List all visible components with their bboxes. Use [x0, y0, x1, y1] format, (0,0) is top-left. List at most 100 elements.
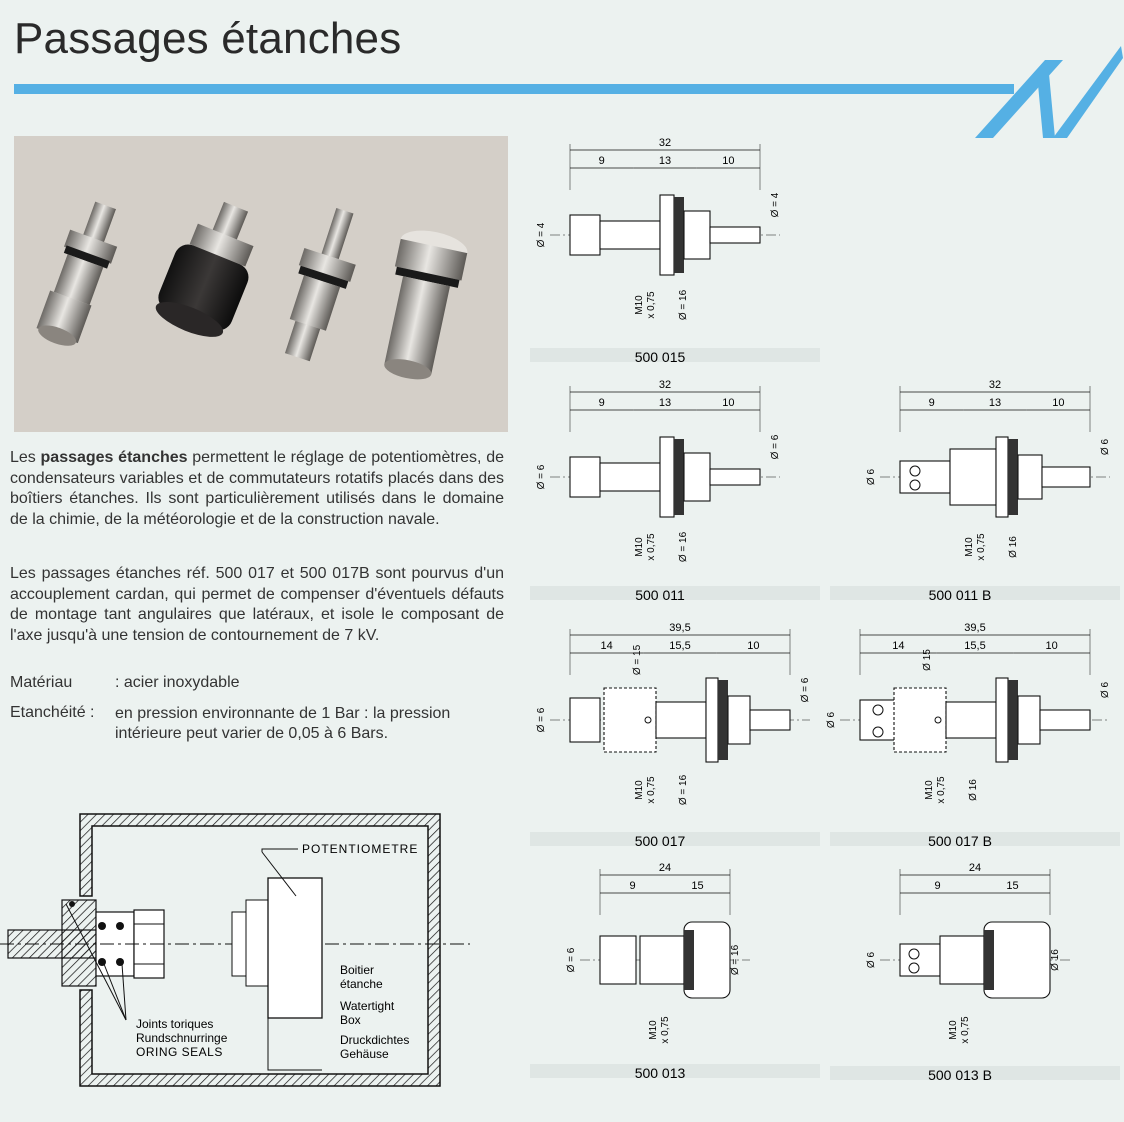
dim-thread: M10	[634, 537, 645, 557]
dim-seg: 9	[934, 880, 940, 892]
dim-diameter-body: Ø = 16	[678, 289, 689, 320]
dim-thread-pitch: x 0,75	[646, 291, 657, 319]
seal-ring	[1008, 680, 1018, 760]
body	[939, 935, 985, 985]
dim-diameter-body: Ø = 16	[730, 944, 741, 975]
dim-diameter-right: Ø = 6	[770, 434, 781, 459]
page-title: Passages étanches	[14, 14, 402, 63]
screw	[908, 962, 920, 974]
collar	[727, 695, 751, 745]
dim-thread: M10	[964, 537, 975, 557]
material-label: Matériau	[10, 674, 73, 691]
label-joints-1: Joints toriques	[136, 1017, 213, 1031]
dim-diameter-left: Ø = 6	[536, 707, 547, 732]
hex-nut	[569, 214, 601, 256]
drawing-caption: 500 013	[635, 1065, 686, 1081]
flange	[659, 436, 675, 518]
dim-seg: 13	[659, 155, 671, 167]
dim-total: 24	[659, 862, 671, 874]
dim-seg: 15,5	[964, 640, 985, 652]
dim-diameter-body: Ø 16	[1008, 536, 1019, 558]
dim-seg: 15	[691, 880, 703, 892]
body	[655, 701, 707, 739]
dim-seg: 10	[722, 397, 734, 409]
dim-thread: M10	[634, 780, 645, 800]
label-joints-2: Rundschnurringe	[136, 1031, 228, 1045]
material-value: : acier inoxydable	[115, 674, 240, 691]
seal-ring	[1008, 439, 1018, 515]
hex-nut	[569, 697, 601, 743]
dim-diameter-right: Ø = 4	[770, 192, 781, 217]
shaft	[709, 226, 761, 244]
dim-seg: 10	[1046, 640, 1058, 652]
dim-total: 32	[989, 379, 1001, 391]
dim-total: 24	[969, 862, 981, 874]
dim-diameter-body: Ø 16	[968, 779, 979, 801]
shaft-end	[899, 943, 941, 977]
dim-total: 32	[659, 137, 671, 149]
dim-thread: M10	[648, 1020, 659, 1040]
hex-nut	[599, 935, 637, 985]
dim-diameter-left: Ø = 4	[536, 222, 547, 247]
dim-thread-pitch: x 0,75	[960, 1016, 971, 1044]
brand-logo	[975, 46, 1123, 138]
collar	[683, 210, 711, 260]
body	[945, 701, 997, 739]
dim-seg: 15	[1006, 880, 1018, 892]
pivot	[934, 716, 942, 724]
dim-seg: 9	[599, 397, 605, 409]
dim-diameter-cup: Ø = 15	[632, 644, 643, 675]
body	[639, 935, 685, 985]
dim-seg: 14	[601, 640, 613, 652]
seal-ring	[718, 680, 728, 760]
drawing-caption: 500 017 B	[928, 833, 992, 849]
collar	[1017, 454, 1043, 500]
dim-thread-pitch: x 0,75	[646, 533, 657, 561]
flange	[995, 677, 1009, 763]
dim-total: 32	[659, 379, 671, 391]
collar	[683, 452, 711, 502]
seal-ring	[674, 439, 684, 515]
intro-bold: passages étanches	[40, 449, 188, 466]
label-druck-2: Gehäuse	[340, 1047, 389, 1061]
dim-seg: 15,5	[669, 640, 690, 652]
flange	[995, 436, 1009, 518]
screw	[872, 704, 884, 716]
seal-ring	[984, 930, 994, 990]
hex-nut	[569, 456, 601, 498]
dim-seg: 13	[659, 397, 671, 409]
label-potentiometre: POTENTIOMETRE	[302, 842, 418, 856]
dim-seg: 10	[747, 640, 759, 652]
installation-diagram: POTENTIOMETRE Boitier étanche Watertight…	[0, 813, 470, 1087]
seal-value: en pression environnante de 1 Bar : la p…	[115, 705, 451, 742]
dim-seg: 10	[722, 155, 734, 167]
label-boitier-1: Boitier	[340, 963, 374, 977]
product-photo	[14, 136, 508, 432]
dim-seg: 9	[629, 880, 635, 892]
dim-seg: 9	[929, 397, 935, 409]
collar	[1017, 695, 1041, 745]
shaft	[1039, 709, 1091, 731]
dim-diameter-left: Ø 6	[866, 952, 877, 969]
dim-diameter-body: Ø = 16	[678, 774, 689, 805]
label-druck-1: Druckdichtes	[340, 1033, 409, 1047]
dim-thread-pitch: x 0,75	[660, 1016, 671, 1044]
dim-diameter-left: Ø = 6	[566, 947, 577, 972]
label-watertight-2: Box	[340, 1013, 361, 1027]
dim-thread-pitch: x 0,75	[646, 776, 657, 804]
dim-diameter-left: Ø 6	[826, 712, 837, 729]
dim-thread: M10	[948, 1020, 959, 1040]
dim-diameter-right: Ø 6	[1100, 439, 1111, 456]
dim-thread: M10	[924, 780, 935, 800]
screw	[909, 465, 921, 477]
flange	[705, 677, 719, 763]
seal-ring	[674, 197, 684, 273]
intro-lead: Les	[10, 449, 41, 466]
screw	[872, 726, 884, 738]
label-joints-3: ORING SEALS	[136, 1045, 223, 1059]
